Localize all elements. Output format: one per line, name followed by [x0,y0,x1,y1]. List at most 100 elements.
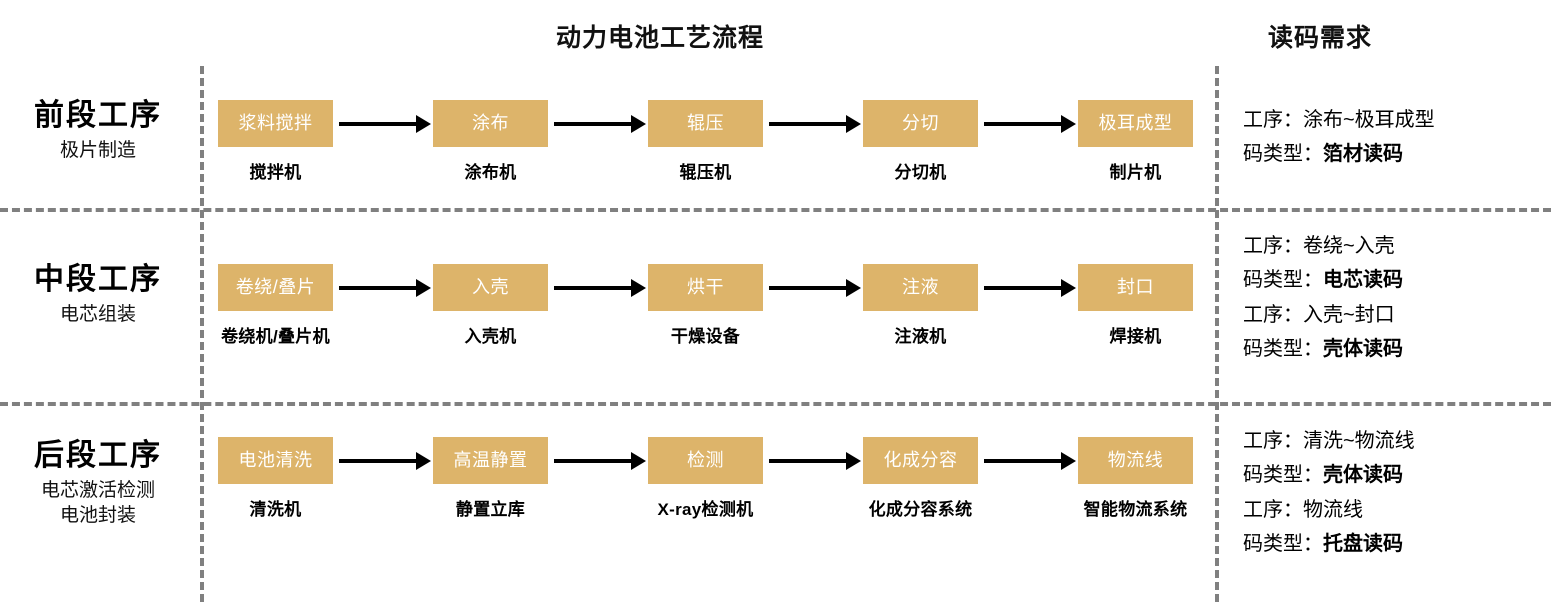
arrow-head [631,278,646,297]
flow-arrow-icon [333,437,433,484]
arrow-head [416,114,431,133]
arrow-head [846,114,861,133]
process-node-equipment-label: 涂布机 [464,163,517,182]
process-node-equipment-label: 入壳机 [464,327,517,346]
stage-subtitle: 电芯组装 [59,304,136,326]
stage-title: 中段工序 [34,263,162,296]
flow-arrow-icon [763,264,863,311]
process-node-equipment-label: 制片机 [1109,163,1162,182]
process-node-box[interactable]: 封口 [1078,264,1193,311]
stage-label-middle: 中段工序 电芯组装 [0,262,196,328]
process-node-box[interactable]: 浆料搅拌 [218,100,333,147]
process-node-box[interactable]: 注液 [863,264,978,311]
process-node[interactable]: 电池清洗清洗机 [218,437,333,520]
process-node[interactable]: 辊压辊压机 [648,100,763,183]
process-node-box[interactable]: 极耳成型 [1078,100,1193,147]
arrow-shaft [554,285,633,290]
arrow-shaft [984,285,1063,290]
demand-line-value: 清洗~物流线 [1303,430,1415,452]
arrow-head [1061,114,1076,133]
flow-arrow-icon [978,264,1078,311]
arrow-shaft [984,458,1063,463]
process-node[interactable]: 涂布涂布机 [433,100,548,183]
stage-title: 前段工序 [34,99,162,132]
demand-line-value: 卷绕~入壳 [1303,235,1395,257]
arrow-shaft [769,121,848,126]
demand-line-value: 箔材读码 [1323,143,1403,166]
horizontal-divider-2 [0,402,1551,406]
flow-arrow-icon [333,100,433,147]
demand-line: 工序：涂布~极耳成型 [1243,103,1543,137]
arrow-head [1061,278,1076,297]
process-node[interactable]: 分切分切机 [863,100,978,183]
process-node-equipment-label: 清洗机 [249,500,302,519]
process-node-equipment-label: 搅拌机 [249,163,302,182]
process-node-equipment-label: 智能物流系统 [1083,500,1188,519]
arrow-shaft [554,121,633,126]
arrow-shaft [339,121,418,126]
process-node-box[interactable]: 入壳 [433,264,548,311]
process-node-box[interactable]: 高温静置 [433,437,548,484]
process-node-box[interactable]: 烘干 [648,264,763,311]
process-node-box[interactable]: 分切 [863,100,978,147]
demand-line: 码类型：壳体读码 [1243,458,1543,492]
process-node-box[interactable]: 辊压 [648,100,763,147]
vertical-divider-left [200,66,204,602]
arrow-shaft [339,458,418,463]
flow-arrow-icon [763,437,863,484]
arrow-shaft [769,285,848,290]
demand-line: 码类型：壳体读码 [1243,332,1543,366]
demand-block-middle: 工序：卷绕~入壳码类型：电芯读码工序：入壳~封口码类型：壳体读码 [1243,229,1543,367]
process-node[interactable]: 卷绕/叠片卷绕机/叠片机 [218,264,333,347]
process-node[interactable]: 注液注液机 [863,264,978,347]
process-node[interactable]: 高温静置静置立库 [433,437,548,520]
demand-line-label: 码类型： [1243,338,1323,361]
vertical-divider-right [1215,66,1219,602]
page-title-process-flow: 动力电池工艺流程 [556,24,765,52]
demand-line-label: 码类型： [1243,533,1323,556]
process-node[interactable]: 封口焊接机 [1078,264,1193,347]
process-node-equipment-label: 化成分容系统 [868,500,973,519]
arrow-head [1061,451,1076,470]
stage-title: 后段工序 [34,439,162,472]
process-node[interactable]: 化成分容化成分容系统 [863,437,978,520]
stage-subtitle: 电芯激活检测电池封装 [40,480,155,526]
demand-line-label: 码类型： [1243,464,1323,487]
demand-line: 码类型：箔材读码 [1243,137,1543,171]
demand-line-label: 工序： [1243,430,1303,452]
process-node-box[interactable]: 涂布 [433,100,548,147]
stage-subtitle: 极片制造 [59,140,136,162]
demand-line-label: 工序： [1243,235,1303,257]
process-node[interactable]: 极耳成型制片机 [1078,100,1193,183]
demand-line-value: 托盘读码 [1323,533,1403,556]
process-node[interactable]: 烘干干燥设备 [648,264,763,347]
arrow-head [631,114,646,133]
stage-label-back: 后段工序 电芯激活检测电池封装 [0,438,196,528]
process-node-box[interactable]: 电池清洗 [218,437,333,484]
flow-arrow-icon [978,100,1078,147]
demand-line-value: 涂布~极耳成型 [1303,109,1435,131]
process-node[interactable]: 浆料搅拌搅拌机 [218,100,333,183]
flow-arrow-icon [548,264,648,311]
process-node-box[interactable]: 化成分容 [863,437,978,484]
demand-line: 工序：清洗~物流线 [1243,424,1543,458]
arrow-shaft [769,458,848,463]
arrow-head [846,451,861,470]
process-node[interactable]: 物流线智能物流系统 [1078,437,1193,520]
flow-arrow-icon [978,437,1078,484]
arrow-head [846,278,861,297]
demand-line-value: 壳体读码 [1323,464,1403,487]
process-node-box[interactable]: 检测 [648,437,763,484]
flow-arrow-icon [333,264,433,311]
process-flow-row-middle: 卷绕/叠片卷绕机/叠片机 入壳入壳机 烘干干燥设备 注液注液机 封口焊接机 [218,264,1193,347]
flow-arrow-icon [548,437,648,484]
process-node-box[interactable]: 物流线 [1078,437,1193,484]
demand-line-value: 电芯读码 [1323,269,1403,292]
process-node-equipment-label: 辊压机 [679,163,732,182]
process-node-box[interactable]: 卷绕/叠片 [218,264,333,311]
arrow-head [416,278,431,297]
demand-line-label: 工序： [1243,303,1303,326]
process-node[interactable]: 入壳入壳机 [433,264,548,347]
